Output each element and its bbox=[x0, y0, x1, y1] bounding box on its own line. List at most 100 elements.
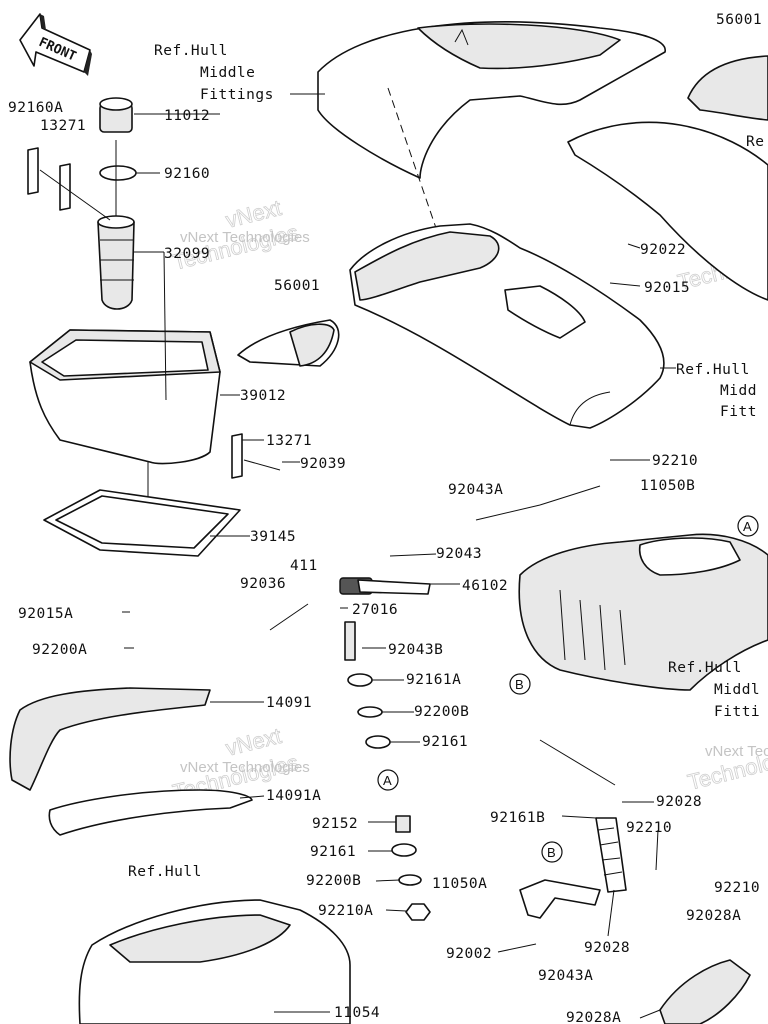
washer-92200B-part bbox=[357, 706, 383, 718]
label-92022: 92022 bbox=[640, 242, 686, 258]
label-32099: 32099 bbox=[164, 246, 210, 262]
front-arrow-icon: FRONT bbox=[19, 13, 92, 76]
seat-part-top-right bbox=[567, 55, 768, 301]
label-92161-a: 92161 bbox=[422, 734, 468, 750]
label-ref-hull: Ref.Hull bbox=[128, 864, 202, 880]
label-14091: 14091 bbox=[266, 695, 312, 711]
watermark-small-4: vNext Technologies bbox=[705, 743, 768, 760]
label-92200A: 92200A bbox=[32, 642, 87, 658]
label-56001: 56001 bbox=[274, 278, 320, 294]
label-92210-b: 92210 bbox=[626, 820, 672, 836]
label-92210-a: 92210 bbox=[652, 453, 698, 469]
plate-13271-part bbox=[59, 163, 71, 211]
label-92028-b: 92028 bbox=[584, 940, 630, 956]
callout-b-bottom: B bbox=[541, 841, 563, 863]
label-92161A: 92161A bbox=[406, 672, 461, 688]
label-ref-hull-1: Ref.Hull bbox=[154, 43, 228, 59]
plate-13271b-part bbox=[231, 433, 243, 479]
label-fitt-2: Fitt bbox=[720, 404, 757, 420]
label-92043B: 92043B bbox=[388, 642, 443, 658]
label-39145: 39145 bbox=[250, 529, 296, 545]
washer-92161b-part bbox=[391, 843, 417, 857]
label-92200B: 92200B bbox=[414, 704, 469, 720]
label-11054: 11054 bbox=[334, 1005, 380, 1021]
label-92210A: 92210A bbox=[318, 903, 373, 919]
rear-plate-part bbox=[518, 533, 768, 691]
bracket-11050A-part bbox=[519, 879, 601, 919]
label-92043A: 92043A bbox=[448, 482, 503, 498]
washer-92161A-part bbox=[347, 673, 373, 687]
bracket-bottom-right-part bbox=[659, 959, 751, 1024]
svg-text:B: B bbox=[515, 677, 524, 692]
ref-hull-part bbox=[78, 899, 351, 1024]
watermark-small: vNext Technologies bbox=[180, 229, 310, 246]
label-46102: 46102 bbox=[462, 578, 508, 594]
label-92043A-b: 92043A bbox=[538, 968, 593, 984]
label-92002: 92002 bbox=[446, 946, 492, 962]
label-re-top-right: Re bbox=[746, 134, 764, 150]
leader-plates bbox=[39, 169, 111, 221]
label-92161-b: 92161 bbox=[310, 844, 356, 860]
label-13271-b: 13271 bbox=[266, 433, 312, 449]
leader-lines bbox=[122, 93, 676, 1019]
label-fitti-3: Fitti bbox=[714, 704, 760, 720]
label-56001-top: 56001 bbox=[716, 12, 762, 28]
svg-text:A: A bbox=[383, 773, 392, 788]
callout-a-top: A bbox=[737, 515, 759, 537]
label-11050B: 11050B bbox=[640, 478, 695, 494]
label-92039: 92039 bbox=[300, 456, 346, 472]
washer-92200Bb-part bbox=[398, 874, 422, 886]
label-92210-c: 92210 bbox=[714, 880, 760, 896]
bumper-14091-part bbox=[9, 687, 253, 836]
label-92043: 92043 bbox=[436, 546, 482, 562]
gasket-39145-inner bbox=[55, 495, 229, 549]
leader-spring bbox=[539, 739, 616, 786]
label-92160A: 92160A bbox=[8, 100, 63, 116]
label-411: 411 bbox=[290, 558, 318, 574]
side-panel-part bbox=[349, 223, 665, 429]
label-middl-3: Middl bbox=[714, 682, 760, 698]
collar-92152-part bbox=[395, 815, 411, 833]
bolt-92043B-part bbox=[344, 621, 356, 661]
leader-92043 bbox=[389, 553, 437, 557]
label-92028-a: 92028 bbox=[656, 794, 702, 810]
hardware-stack bbox=[339, 577, 431, 921]
label-92028A-a: 92028A bbox=[686, 908, 741, 924]
label-27016: 27016 bbox=[352, 602, 398, 618]
label-13271-a: 13271 bbox=[40, 118, 86, 134]
label-92015: 92015 bbox=[644, 280, 690, 296]
label-92015A: 92015A bbox=[18, 606, 73, 622]
label-92160: 92160 bbox=[164, 166, 210, 182]
gasket-92160-part bbox=[99, 165, 137, 181]
svg-text:A: A bbox=[743, 519, 752, 534]
callout-a-stack: A bbox=[377, 769, 399, 791]
label-11050A: 11050A bbox=[432, 876, 487, 892]
label-midd-2: Midd bbox=[720, 383, 757, 399]
rivet-92039-part bbox=[243, 459, 281, 471]
label-ref-hull-3: Ref.Hull bbox=[668, 660, 742, 676]
leader-92036 bbox=[269, 603, 309, 631]
watermark-small-2: vNext Technologies bbox=[180, 759, 310, 776]
plate-92160A-part bbox=[27, 147, 39, 195]
fuel-cap-part bbox=[99, 97, 133, 133]
label-92028A-b: 92028A bbox=[566, 1010, 621, 1024]
label-92036: 92036 bbox=[240, 576, 286, 592]
nut-92210A-part bbox=[405, 903, 431, 921]
label-ref-hull-2: Ref.Hull bbox=[676, 362, 750, 378]
svg-text:B: B bbox=[547, 845, 556, 860]
label-middle-1: Middle bbox=[200, 65, 255, 81]
label-14091A: 14091A bbox=[266, 788, 321, 804]
washer-92161-part bbox=[365, 735, 391, 749]
leader-hatch bbox=[387, 87, 437, 229]
part-labels: 56001 Ref.Hull Middle Fittings 92160A 13… bbox=[8, 12, 764, 1024]
callout-b-top: B bbox=[509, 673, 531, 695]
label-39012: 39012 bbox=[240, 388, 286, 404]
label-fittings-1: Fittings bbox=[200, 87, 274, 103]
spring-92161B-part bbox=[595, 817, 627, 893]
hatch-cover-part bbox=[317, 21, 666, 179]
label-92161B: 92161B bbox=[490, 810, 545, 826]
label-92152: 92152 bbox=[312, 816, 358, 832]
storage-bin-part bbox=[29, 329, 221, 465]
seat-56001-part bbox=[237, 319, 340, 367]
